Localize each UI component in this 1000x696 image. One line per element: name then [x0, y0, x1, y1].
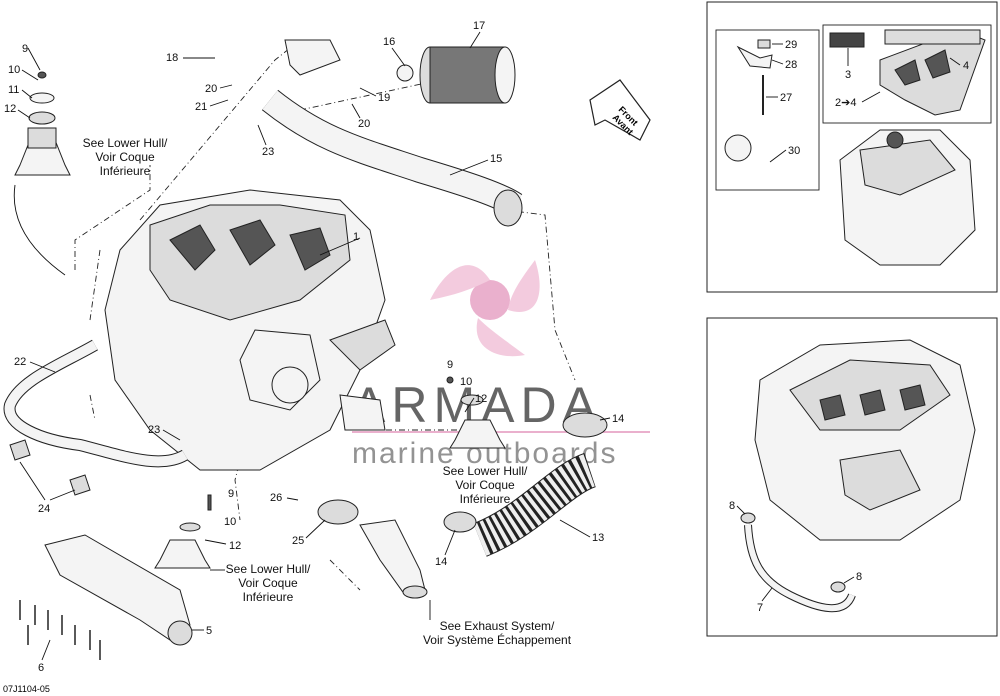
callouts-main: 1 9 10 11 12 17 16 18 20 21 19 20 23 15 … — [4, 20, 624, 674]
callout-18: 18 — [166, 52, 178, 64]
callout-12-top: 12 — [4, 103, 16, 115]
callout-19: 19 — [378, 92, 390, 104]
callout-14-right: 14 — [612, 413, 624, 425]
watermark: ARMADA marine outboards — [352, 260, 650, 470]
callout-10-low: 10 — [224, 516, 236, 528]
callout-24: 24 — [38, 503, 50, 515]
callout-27: 27 — [780, 92, 792, 104]
callout-28: 28 — [785, 59, 797, 71]
svg-text:Inférieure: Inférieure — [243, 590, 294, 604]
fastener-29-28-27 — [724, 39, 773, 162]
callout-20-b: 20 — [358, 118, 370, 130]
callout-2-arrow-4: 2➔4 — [835, 97, 856, 109]
svg-text:Voir Coque: Voir Coque — [455, 478, 515, 492]
callout-13: 13 — [592, 532, 604, 544]
mount-stack-lower — [154, 494, 212, 569]
callout-12-mid: 12 — [475, 393, 487, 405]
note-lower-hull-top: See Lower Hull/ Voir Coque Inférieure — [13, 136, 168, 276]
svg-text:Voir Coque: Voir Coque — [95, 150, 155, 164]
callout-6: 6 — [38, 662, 44, 674]
front-arrow-icon: Front Avant — [589, 79, 651, 141]
callout-12-low: 12 — [229, 540, 241, 552]
callout-23-top: 23 — [262, 146, 274, 158]
note-lower-hull-middle: See Lower Hull/ Voir Coque Inférieure — [443, 464, 528, 506]
figure-code: 07J1104-05 — [3, 684, 50, 694]
intake-pipe-15 — [262, 90, 522, 216]
propeller-logo-icon — [430, 260, 540, 357]
note-exhaust: See Exhaust System/ Voir Système Échappe… — [423, 600, 572, 647]
callout-21: 21 — [195, 101, 207, 113]
callout-8-lower: 8 — [856, 571, 862, 583]
callout-7: 7 — [757, 602, 763, 614]
svg-text:Inférieure: Inférieure — [460, 492, 511, 506]
mount-stack-top-left — [14, 71, 71, 176]
svg-text:Inférieure: Inférieure — [100, 164, 151, 178]
callout-4-top: 4 — [963, 60, 969, 72]
callout-16: 16 — [383, 36, 395, 48]
engine-assembly — [104, 189, 396, 471]
mount-stack-middle — [446, 376, 506, 449]
callout-5: 5 — [206, 625, 212, 637]
air-filter-17 — [419, 46, 516, 104]
callout-9-low: 9 — [228, 488, 234, 500]
callout-11-top: 11 — [8, 84, 19, 96]
svg-text:See Lower Hull/: See Lower Hull/ — [443, 464, 528, 478]
callout-1: 1 — [353, 231, 359, 243]
callout-9-top: 9 — [22, 43, 28, 55]
callout-20-a: 20 — [205, 83, 217, 95]
svg-text:Voir Coque: Voir Coque — [238, 576, 298, 590]
callout-23-mid: 23 — [148, 424, 160, 436]
note-lower-hull-low: See Lower Hull/ Voir Coque Inférieure — [210, 562, 311, 604]
callout-10-top: 10 — [8, 64, 20, 76]
callout-3: 3 — [845, 69, 851, 81]
callout-26: 26 — [270, 492, 282, 504]
callout-14-bottom: 14 — [435, 556, 447, 568]
hose-7 — [745, 524, 855, 612]
inset-engine-cover: 3 4 2➔4 29 28 27 30 — [706, 1, 998, 293]
svg-text:See Exhaust System/: See Exhaust System/ — [440, 619, 555, 633]
svg-text:See Lower Hull/: See Lower Hull/ — [83, 136, 168, 150]
corrugated-hose-13 — [473, 453, 597, 556]
callout-25: 25 — [292, 535, 304, 547]
callout-15: 15 — [490, 153, 502, 165]
callout-29: 29 — [785, 39, 797, 51]
svg-text:See Lower Hull/: See Lower Hull/ — [226, 562, 311, 576]
inset-engine-hose: 8 8 7 — [706, 317, 998, 637]
callout-17: 17 — [473, 20, 485, 32]
svg-text:Voir Système Échappement: Voir Système Échappement — [423, 632, 572, 647]
callout-9-mid: 9 — [447, 359, 453, 371]
guide-lines — [74, 39, 576, 591]
bolt-set-6 — [19, 600, 101, 660]
callout-22: 22 — [14, 356, 26, 368]
callout-30: 30 — [788, 145, 800, 157]
callout-10-mid: 10 — [460, 376, 472, 388]
callout-8-upper: 8 — [729, 500, 735, 512]
